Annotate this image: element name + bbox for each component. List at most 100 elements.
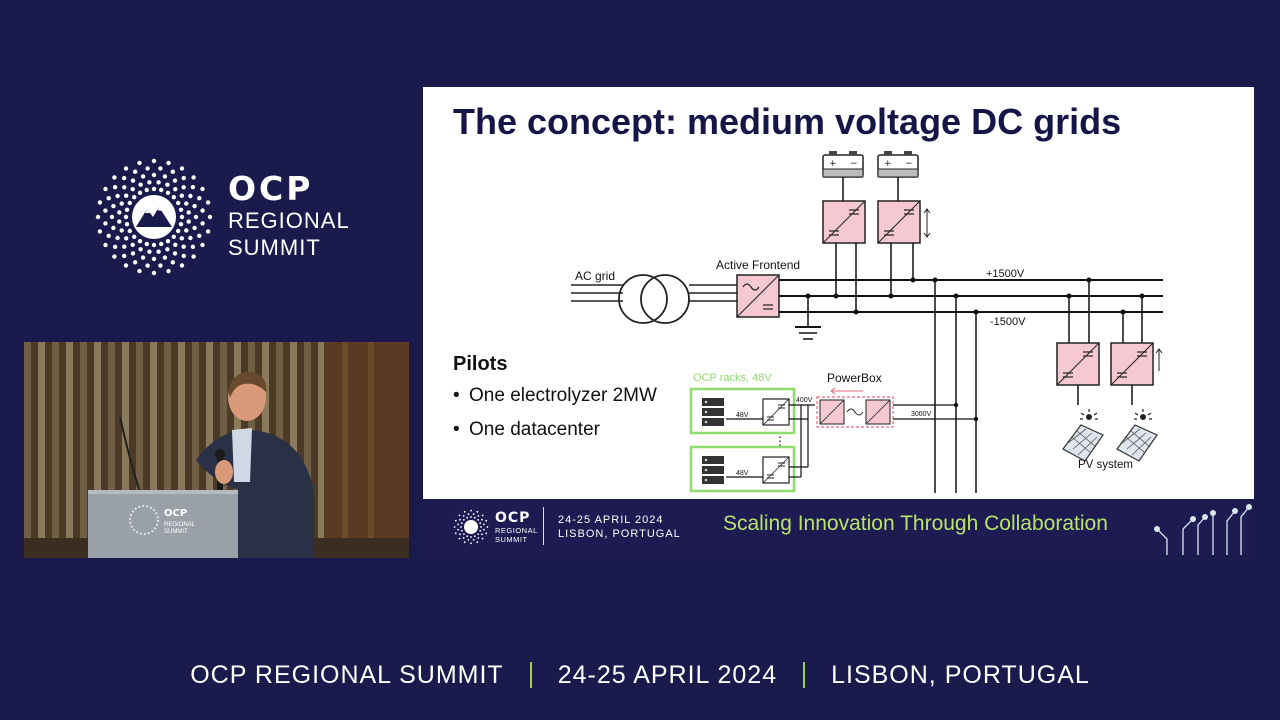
- emblem-dot: [470, 516, 472, 518]
- emblem-dot: [460, 526, 462, 528]
- emblem-dot: [466, 535, 469, 538]
- emblem-dot: [200, 208, 205, 213]
- emblem-dot: [457, 523, 459, 526]
- banner-location: LISBON, PORTUGAL: [831, 660, 1090, 689]
- emblem-dot: [481, 537, 484, 540]
- label-active-frontend: Active Frontend: [716, 258, 800, 272]
- emblem-dot: [473, 535, 476, 538]
- rack-converter-2: [762, 456, 790, 484]
- emblem-dot: [123, 263, 129, 268]
- emblem-dot: [145, 166, 150, 171]
- pilot-item-label: One datacenter: [469, 419, 600, 440]
- emblem-dot: [170, 260, 175, 265]
- emblem-dot: [460, 529, 463, 532]
- emblem-dot: [115, 235, 120, 241]
- emblem-dot: [477, 519, 479, 521]
- ellipsis-more-racks: ⋮: [774, 434, 786, 448]
- emblem-dot: [170, 169, 175, 174]
- footer-date-location: 24-25 APRIL 2024 LISBON, PORTUGAL: [558, 513, 681, 541]
- emblem-dot: [145, 263, 150, 268]
- emblem-dot: [454, 532, 457, 535]
- emblem-dot: [460, 522, 463, 525]
- banner-event-name: OCP REGIONAL SUMMIT: [190, 660, 504, 689]
- emblem-dot: [186, 210, 191, 215]
- emblem-dot: [137, 190, 143, 195]
- pilots-section: Pilots •One electrolyzer 2MW •One datace…: [453, 353, 657, 453]
- emblem-dot: [477, 515, 480, 517]
- brand-ocp: OCP: [228, 169, 314, 208]
- emblem-dot: [138, 247, 143, 252]
- emblem-dot: [191, 175, 196, 180]
- emblem-dot: [165, 239, 171, 244]
- label-plus-1500v: +1500V: [986, 268, 1025, 280]
- emblem-dot: [124, 222, 130, 227]
- pilot-item-label: One electrolyzer 2MW: [469, 385, 657, 406]
- emblem-dot: [190, 185, 196, 190]
- emblem-dot: [477, 533, 479, 535]
- emblem-dot: [192, 225, 197, 231]
- emblem-dot: [470, 536, 472, 538]
- emblem-dot: [173, 187, 178, 192]
- powerbox-unit: [816, 396, 894, 428]
- emblem-dot: [476, 510, 479, 513]
- emblem-dot: [186, 219, 191, 224]
- curtain-fold: [38, 342, 45, 558]
- emblem-dot: [179, 263, 185, 268]
- emblem-dot: [151, 172, 157, 178]
- label-powerbox: PowerBox: [827, 371, 882, 385]
- emblem-dot: [151, 158, 157, 164]
- emblem-dot: [147, 249, 152, 254]
- slide-title: The concept: medium voltage DC grids: [453, 101, 1122, 142]
- emblem-dot: [133, 260, 138, 265]
- emblem-dot: [124, 207, 130, 212]
- brand-regional: REGIONAL: [228, 208, 350, 233]
- curtain-fold: [192, 342, 199, 558]
- footer-emblem-icon: [453, 509, 489, 545]
- emblem-dot: [122, 244, 127, 249]
- presentation-slide: The concept: medium voltage DC grids + −: [423, 87, 1254, 555]
- emblem-dot: [158, 263, 163, 268]
- footer-date: 24-25 APRIL 2024: [558, 514, 664, 526]
- speaker-video: OCP REGIONAL SUMMIT: [24, 342, 409, 558]
- emblem-dot: [207, 214, 213, 220]
- emblem-dot: [117, 219, 122, 224]
- emblem-dot: [127, 200, 132, 206]
- emblem-dot: [197, 233, 202, 238]
- emblem-dot: [200, 221, 205, 226]
- emblem-dot: [486, 526, 489, 528]
- curtain-fold: [94, 342, 101, 558]
- rack-converter-1: [762, 398, 790, 426]
- footer-regional: REGIONAL: [495, 526, 538, 535]
- label-48v-2: 48V: [736, 470, 749, 477]
- emblem-dot: [476, 541, 479, 544]
- emblem-dot: [159, 241, 164, 247]
- footer-divider: [543, 507, 544, 545]
- curtain-fold: [304, 342, 311, 558]
- emblem-dot: [115, 193, 120, 199]
- curtain-fold: [164, 342, 171, 558]
- emblem-dot: [140, 255, 146, 260]
- emblem-dot: [165, 247, 170, 252]
- emblem-dot: [470, 509, 472, 512]
- emblem-dot: [112, 175, 117, 180]
- emblem-dot: [197, 196, 202, 201]
- ocp-summit-logo: OCP REGIONAL SUMMIT: [92, 155, 349, 280]
- emblem-dot: [178, 222, 184, 227]
- emblem-dot: [481, 514, 484, 517]
- emblem-dot: [123, 166, 129, 171]
- emblem-dot: [117, 210, 122, 215]
- emblem-dot: [151, 186, 157, 192]
- emblem-dot: [137, 160, 142, 166]
- curtain-fold: [108, 342, 115, 558]
- emblem-dot: [151, 270, 157, 276]
- pilot-item: •One electrolyzer 2MW: [453, 385, 657, 407]
- emblem-dot: [466, 516, 469, 519]
- emblem-dot: [184, 201, 189, 206]
- emblem-dot: [179, 236, 184, 241]
- emblem-dot: [133, 169, 138, 174]
- emblem-dot: [462, 537, 465, 539]
- emblem-dot: [95, 214, 101, 220]
- emblem-dot: [193, 214, 199, 220]
- emblem-dot: [485, 519, 488, 522]
- emblem-dot: [103, 221, 108, 226]
